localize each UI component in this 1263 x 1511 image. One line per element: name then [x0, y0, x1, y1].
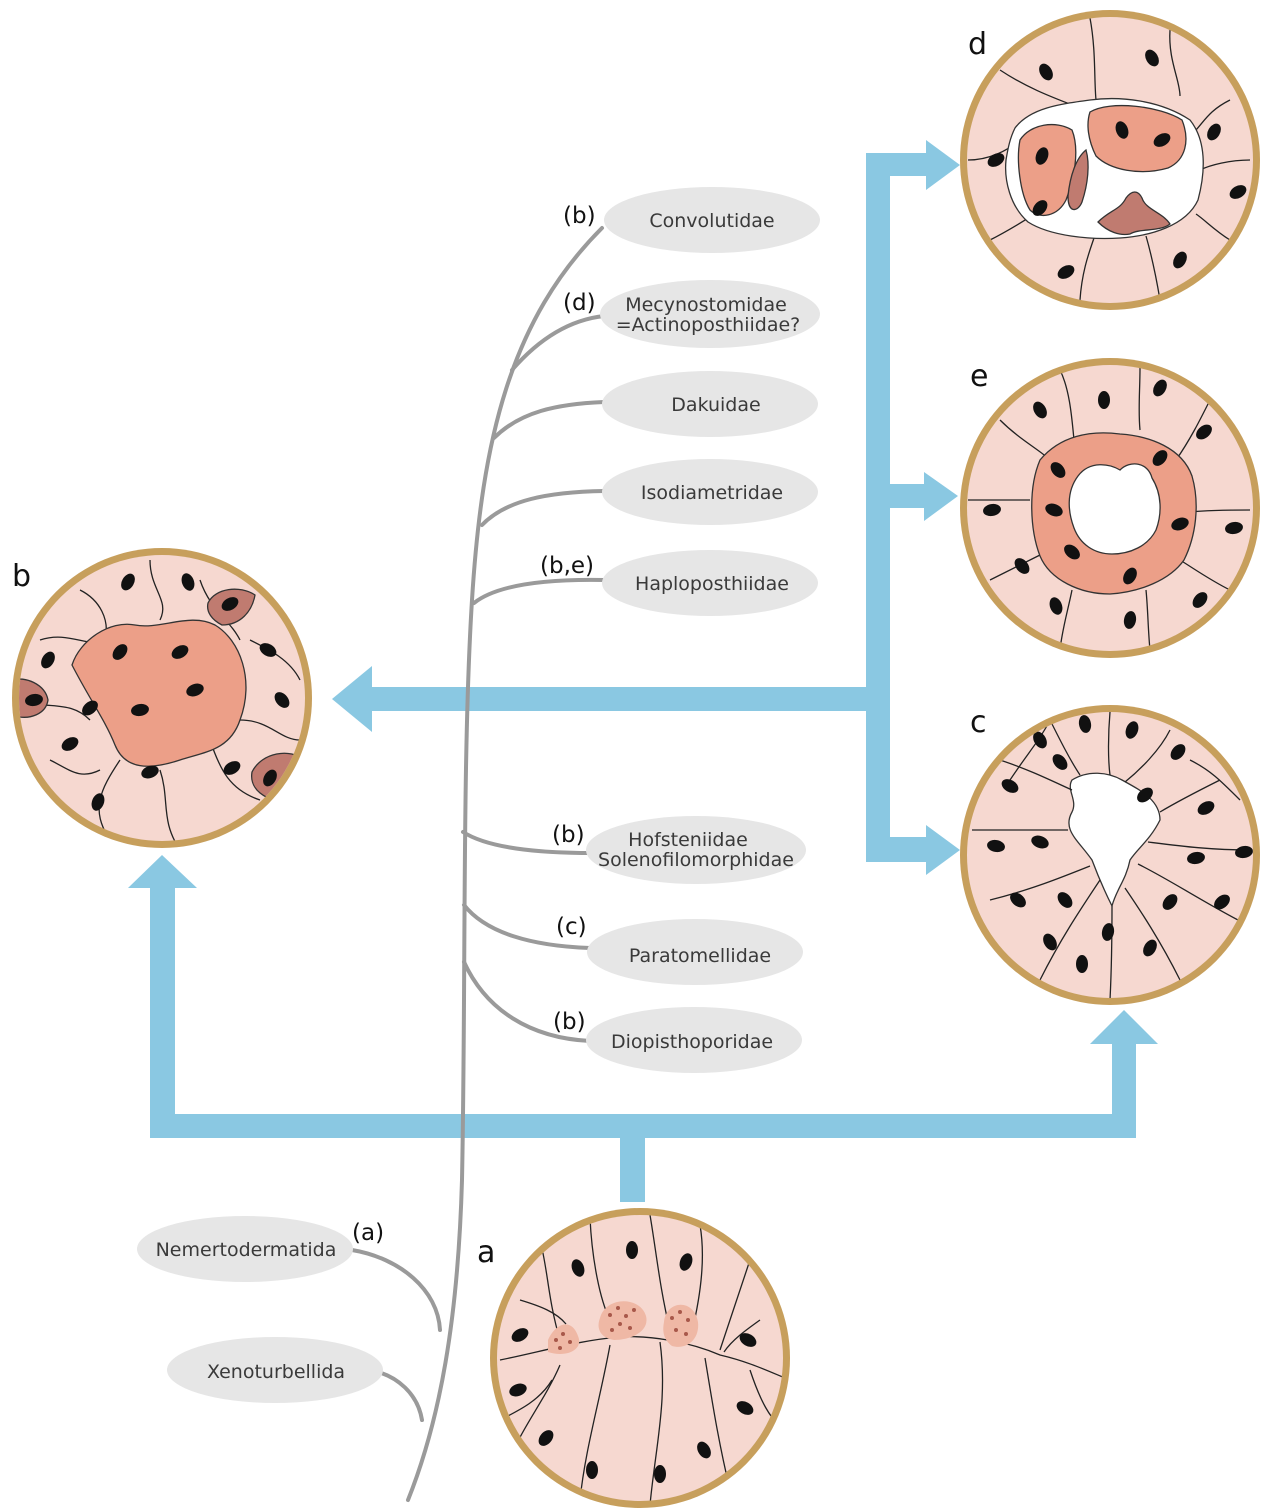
branch-dakuidae	[494, 402, 604, 438]
taxon-mecynostomidae: Mecynostomidae =Actinoposthiidae? (d)	[563, 280, 820, 348]
gut-lumen	[1069, 464, 1160, 554]
state-code: (b)	[553, 1009, 586, 1035]
taxon-convolutidae: Convolutidae (b)	[563, 187, 820, 253]
taxon-label: Haploposthiidae	[635, 573, 789, 595]
taxon-dakuidae: Dakuidae	[602, 371, 818, 437]
taxon-hofsteniidae: Hofsteniidae Solenofilomorphidae (b)	[552, 816, 806, 884]
taxon-isodiametridae: Isodiametridae	[602, 459, 818, 525]
taxon-paratomellidae: Paratomellidae (c)	[556, 914, 803, 985]
taxon-xenoturbellida: Xenoturbellida	[167, 1337, 383, 1403]
gut-cross-section-fragmented-icon	[960, 10, 1260, 310]
taxon-diopisthoporidae: Diopisthoporidae (b)	[553, 1007, 802, 1073]
arrowhead-up-to-c	[1090, 1010, 1158, 1044]
state-code: (b)	[552, 822, 585, 848]
taxon-haploposthiidae: Haploposthiidae (b,e)	[540, 550, 818, 616]
taxon-label: Nemertodermatida	[156, 1239, 337, 1261]
branch-mecynostomidae	[512, 316, 604, 370]
taxon-label: Dakuidae	[671, 394, 760, 416]
panel-letter-c: c	[970, 705, 987, 740]
gut-cross-section-ring-icon	[960, 358, 1260, 658]
syncytial-fragment	[1088, 106, 1186, 172]
taxon-label: Diopisthoporidae	[611, 1031, 773, 1053]
gut-cross-section-syncytial-icon	[12, 548, 312, 850]
arrowhead-right-to-e	[924, 472, 958, 521]
panel-letter-b: b	[12, 559, 31, 594]
arrowhead-right-to-d	[926, 140, 960, 190]
taxon-label-secondary: Solenofilomorphidae	[598, 849, 794, 871]
branch-isodiametridae	[482, 491, 604, 525]
arrowhead-up-to-b	[128, 855, 197, 888]
taxon-label: Paratomellidae	[629, 945, 771, 967]
panel-letter-a: a	[477, 1235, 495, 1270]
branch-haploposthiidae	[474, 580, 604, 603]
state-code: (d)	[563, 290, 596, 316]
state-code: (b)	[563, 203, 596, 229]
panel-letter-d: d	[968, 27, 987, 62]
cytoplasm	[497, 1215, 783, 1501]
taxon-label: Mecynostomidae	[625, 294, 787, 316]
state-code: (b,e)	[540, 553, 594, 579]
state-code: (c)	[556, 914, 587, 940]
gut-cross-section-cellular-icon	[490, 1208, 790, 1508]
panel-letter-e: e	[970, 359, 988, 394]
taxon-label: Hofsteniidae	[628, 829, 748, 851]
taxon-nemertodermatida: Nemertodermatida (a)	[137, 1216, 384, 1282]
gut-cross-section-folded-icon	[960, 705, 1260, 1005]
taxon-label: Convolutidae	[649, 210, 774, 232]
taxon-label: Isodiametridae	[641, 482, 783, 504]
branch-nemertodermatida	[352, 1250, 440, 1330]
state-code: (a)	[352, 1220, 384, 1246]
taxon-label: Xenoturbellida	[207, 1361, 345, 1383]
arrowhead-right-to-c	[926, 825, 960, 875]
taxon-label-secondary: =Actinoposthiidae?	[616, 314, 801, 336]
arrowhead-left-to-b	[332, 666, 372, 732]
